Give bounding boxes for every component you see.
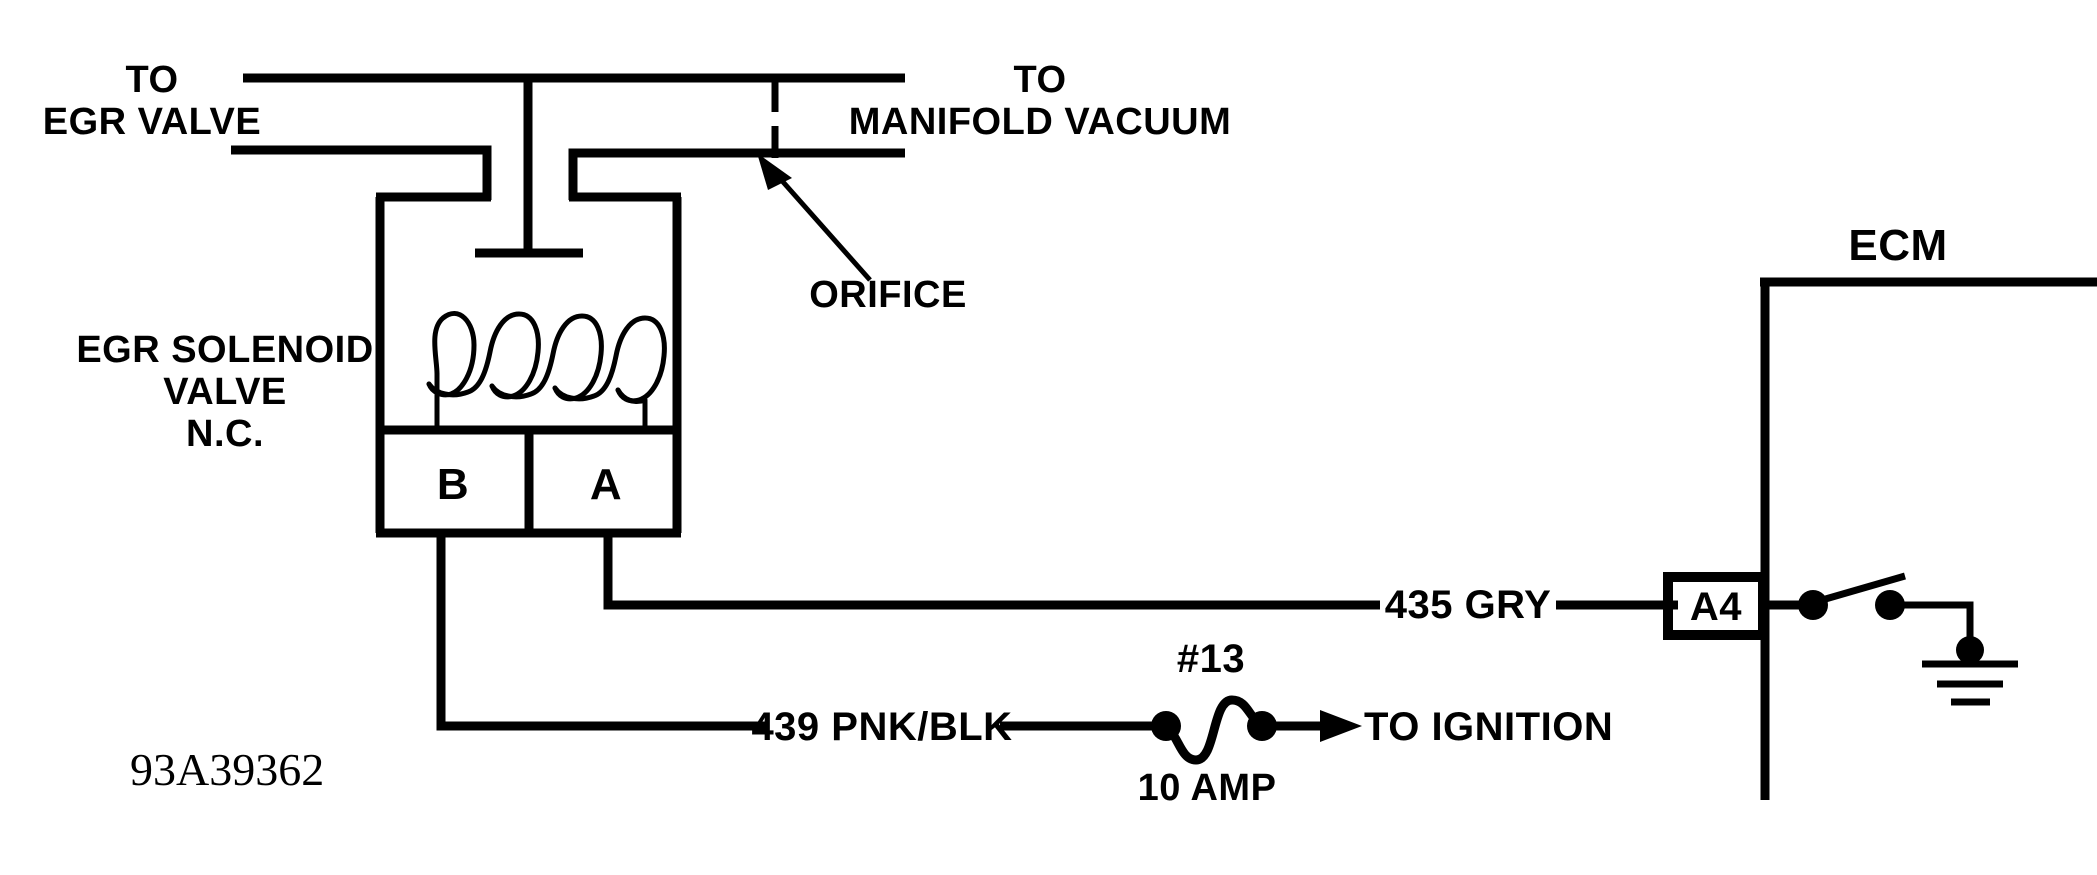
fuse-terminal-left	[1151, 711, 1181, 741]
to-egr-valve-label-line2: EGR VALVE	[43, 101, 261, 143]
fuse-13-symbol	[1151, 695, 1277, 765]
solenoid-label-line2: VALVE	[163, 371, 287, 413]
terminal-a-label: A	[590, 460, 622, 509]
solenoid-label-line1: EGR SOLENOID	[76, 329, 373, 371]
ground-node	[1956, 636, 1984, 664]
terminal-b-label: B	[437, 460, 469, 509]
fuse-number-label: #13	[1177, 637, 1245, 681]
wire-435-gry-label: 435 GRY	[1385, 583, 1552, 627]
chassis-ground-symbol	[1922, 636, 2018, 706]
connector-a4: A4	[1663, 572, 1768, 640]
ecm-ground-switch	[1765, 572, 1974, 648]
solenoid-coil	[426, 311, 667, 431]
to-egr-valve-label-line1: TO	[125, 59, 178, 101]
solenoid-label-line3: N.C.	[186, 413, 264, 455]
connector-a4-box	[1663, 572, 1768, 640]
fuse-rating-label: 10 AMP	[1138, 767, 1277, 809]
vacuum-line-egr-branch	[231, 145, 492, 200]
wire-435-gry-path	[603, 533, 1678, 610]
ecm-module	[1760, 277, 2097, 800]
switch-contact-left	[1798, 590, 1828, 620]
egr-solenoid-valve-body	[375, 192, 682, 538]
to-manifold-vacuum-label-line1: TO	[1013, 59, 1066, 101]
ecm-label: ECM	[1848, 221, 1947, 270]
to-ignition-arrow	[1268, 710, 1362, 742]
wire-439-pnk-blk-path	[436, 533, 1160, 731]
to-manifold-vacuum-label-line2: MANIFOLD VACUUM	[849, 101, 1232, 143]
connector-a4-label: A4	[1690, 585, 1742, 629]
to-ignition-label: TO IGNITION	[1364, 705, 1613, 749]
orifice-leader-line	[757, 153, 872, 282]
part-number-label: 93A39362	[130, 744, 324, 795]
orifice-arrowhead-icon	[757, 153, 792, 190]
solenoid-plunger-stem	[475, 80, 583, 258]
orifice-label: ORIFICE	[809, 274, 967, 316]
fuse-terminal-right	[1247, 711, 1277, 741]
vacuum-line-manifold-branch	[568, 148, 905, 200]
arrowhead-icon	[1320, 710, 1362, 742]
wire-439-pnk-blk-label: 439 PNK/BLK	[751, 705, 1012, 749]
switch-contact-right	[1875, 590, 1905, 620]
